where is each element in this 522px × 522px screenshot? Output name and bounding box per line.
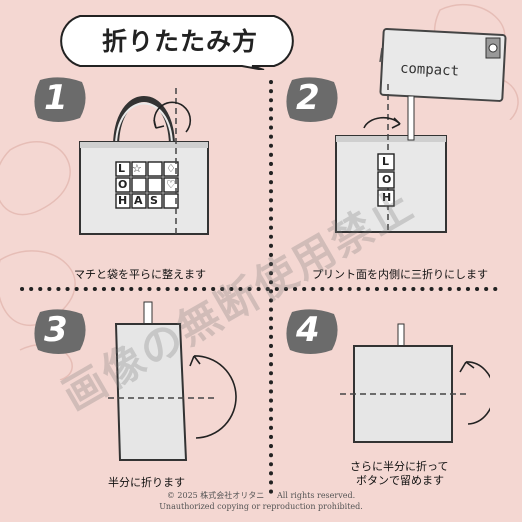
- step-1-print-letter-l: L: [118, 162, 126, 175]
- footer: © 2025 株式会社オリタニ All rights reserved. Una…: [0, 490, 522, 512]
- step-2-print-letter-h: H: [382, 191, 392, 204]
- step-1-print-letter-s: S: [150, 194, 158, 207]
- step-4-number: 4: [296, 310, 320, 350]
- footer-rights: All rights reserved.: [277, 491, 356, 500]
- step-1-badge: [34, 77, 86, 122]
- footer-notice: Unauthorized copying or reproduction pro…: [159, 502, 363, 511]
- step-4-badge: [286, 309, 338, 354]
- step-2-number: 2: [296, 78, 320, 118]
- step-1-print-letter-a: A: [134, 194, 143, 207]
- step-1-number: 1: [44, 78, 68, 118]
- page-title: 折りたたみ方: [101, 27, 258, 56]
- step-4-caption-line-1: さらに半分に折って: [350, 460, 449, 473]
- step-3-badge: [34, 309, 86, 354]
- step-2-caption: プリント面を内側に三折りにします: [312, 268, 488, 281]
- step-2-print-letter-l: L: [382, 155, 390, 168]
- step-2-badge: [286, 77, 338, 122]
- step-4-folded-bag-illustration: [340, 323, 490, 443]
- vertical-divider: [269, 80, 273, 500]
- horizontal-divider: [20, 287, 500, 291]
- compact-tag-image: [379, 27, 507, 102]
- compact-tag-label: compact: [399, 60, 460, 80]
- step-1-print-letter-h: H: [118, 194, 128, 207]
- step-3-caption: 半分に折ります: [108, 476, 185, 489]
- step-2-folded-bag-illustration: [335, 84, 447, 234]
- title-bubble: [60, 15, 294, 70]
- step-1-print-drop-icon: ♢: [166, 162, 176, 175]
- step-1-print-letter-o: O: [118, 178, 128, 191]
- step-1-caption: マチと袋を平らに整えます: [74, 268, 206, 281]
- step-3-folded-bag-illustration: [108, 301, 237, 461]
- step-1-print-star-icon: ☆: [132, 162, 142, 175]
- step-2-print-letter-o: O: [382, 173, 392, 186]
- step-3-number: 3: [44, 310, 68, 350]
- step-4-caption-line-2: ボタンで留めます: [356, 474, 444, 487]
- footer-copyright: © 2025 株式会社オリタニ: [166, 491, 265, 500]
- step-1-print-heart-icon: ♡: [166, 178, 176, 191]
- step-1-tote-bag-illustration: [79, 88, 209, 235]
